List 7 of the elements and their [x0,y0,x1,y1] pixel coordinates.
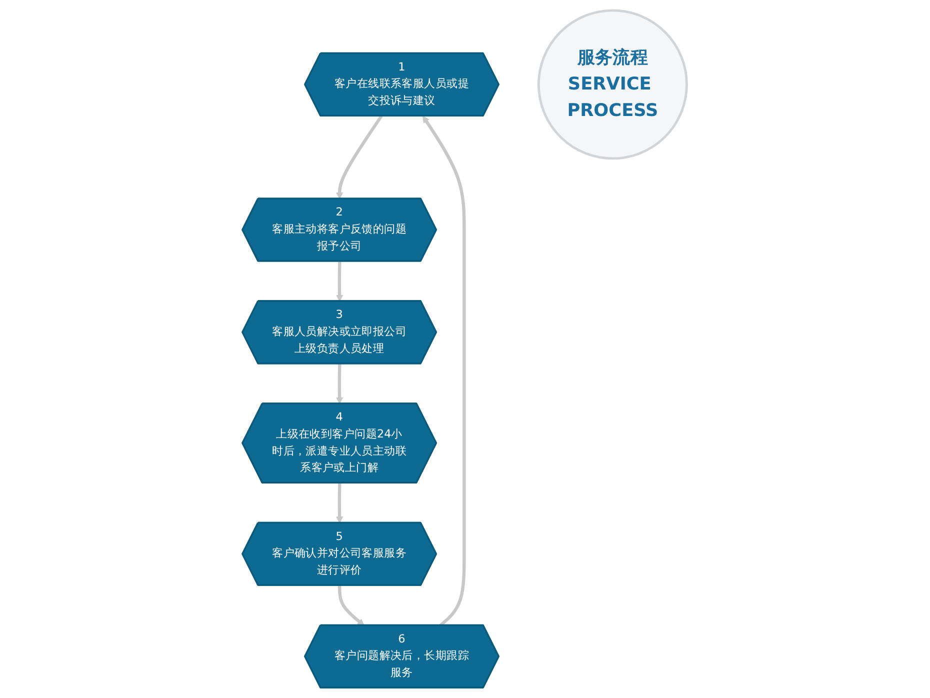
arrow [422,116,466,627]
arrow [336,483,344,524]
arrow [336,261,344,302]
node-circle: 服务流程 SERVICE PROCESS [538,9,688,160]
arrow [336,364,344,404]
arrow [336,115,384,200]
arrow [338,586,365,626]
